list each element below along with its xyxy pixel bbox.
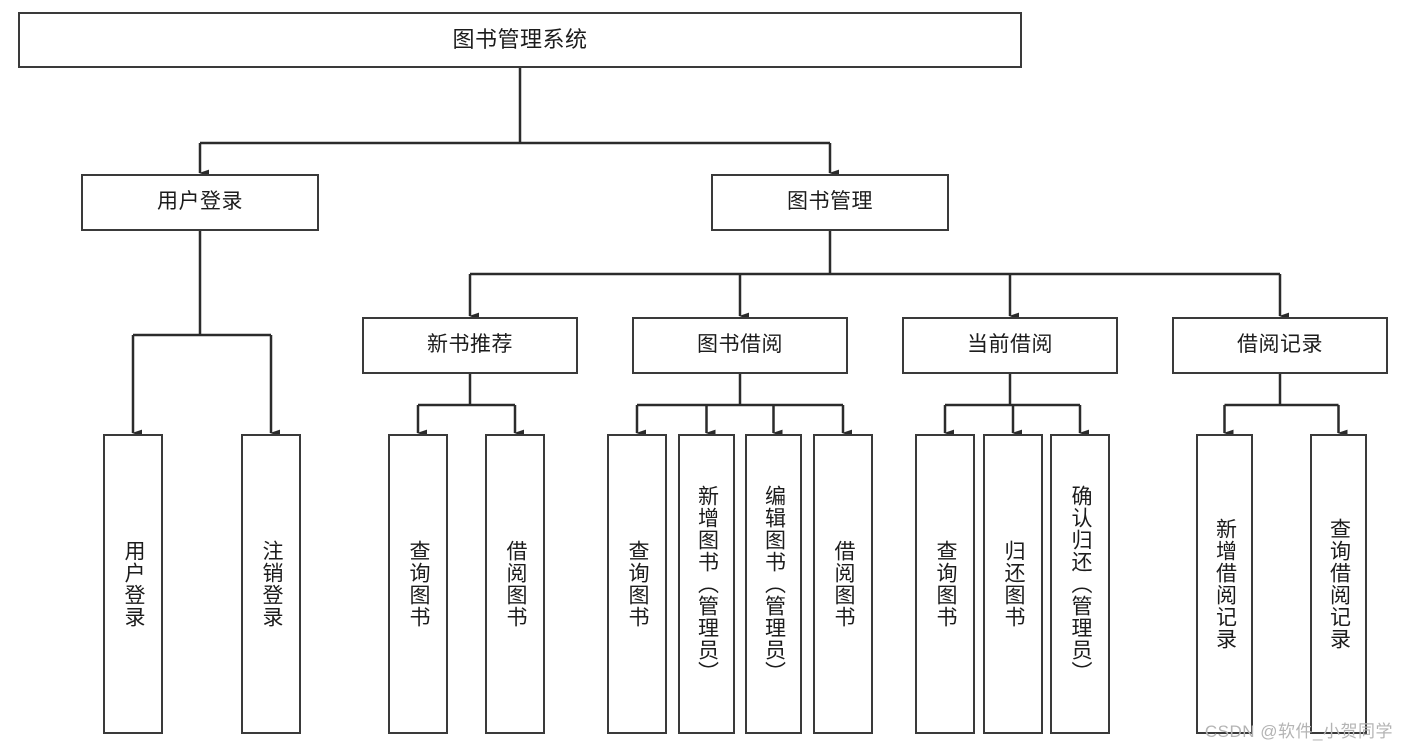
node-label: 编辑图书（管理员） — [762, 485, 786, 683]
node-l5[interactable]: 查询图书 — [607, 434, 667, 734]
node-login[interactable]: 用户登录 — [81, 174, 319, 231]
node-label: 查询借阅记录 — [1327, 518, 1351, 650]
node-bookmgmt[interactable]: 图书管理 — [711, 174, 949, 231]
node-label: 当前借阅 — [967, 333, 1053, 357]
node-label: 借阅图书 — [832, 540, 856, 628]
node-l13[interactable]: 查询借阅记录 — [1310, 434, 1367, 734]
node-borrow[interactable]: 图书借阅 — [632, 317, 848, 374]
node-label: 新书推荐 — [427, 333, 513, 357]
node-l9[interactable]: 查询图书 — [915, 434, 975, 734]
node-label: 新增图书（管理员） — [695, 485, 719, 683]
node-label: 查询图书 — [407, 540, 431, 628]
node-l11[interactable]: 确认归还（管理员） — [1050, 434, 1110, 734]
node-label: 新增借阅记录 — [1213, 518, 1237, 650]
node-label: 借阅图书 — [504, 540, 528, 628]
node-l10[interactable]: 归还图书 — [983, 434, 1043, 734]
node-root[interactable]: 图书管理系统 — [18, 12, 1022, 68]
node-label: 借阅记录 — [1237, 333, 1323, 357]
node-label: 确认归还（管理员） — [1069, 485, 1093, 683]
node-label: 归还图书 — [1002, 540, 1026, 628]
node-label: 查询图书 — [626, 540, 650, 628]
node-l7[interactable]: 编辑图书（管理员） — [745, 434, 802, 734]
node-label: 用户登录 — [157, 190, 243, 214]
node-label: 图书管理系统 — [452, 27, 588, 53]
node-label: 图书管理 — [787, 190, 873, 214]
watermark-text: CSDN @软件_小贺同学 — [1204, 722, 1393, 741]
node-current[interactable]: 当前借阅 — [902, 317, 1118, 374]
node-l12[interactable]: 新增借阅记录 — [1196, 434, 1253, 734]
node-label: 查询图书 — [934, 540, 958, 628]
node-label: 注销登录 — [260, 540, 284, 628]
node-label: 图书借阅 — [697, 333, 783, 357]
node-label: 用户登录 — [122, 540, 146, 628]
node-l6[interactable]: 新增图书（管理员） — [678, 434, 735, 734]
node-records[interactable]: 借阅记录 — [1172, 317, 1388, 374]
connector-lines — [131, 68, 1348, 437]
node-l3[interactable]: 查询图书 — [388, 434, 448, 734]
node-l8[interactable]: 借阅图书 — [813, 434, 873, 734]
node-l4[interactable]: 借阅图书 — [485, 434, 545, 734]
node-l1[interactable]: 用户登录 — [103, 434, 163, 734]
node-l2[interactable]: 注销登录 — [241, 434, 301, 734]
node-newbook[interactable]: 新书推荐 — [362, 317, 578, 374]
